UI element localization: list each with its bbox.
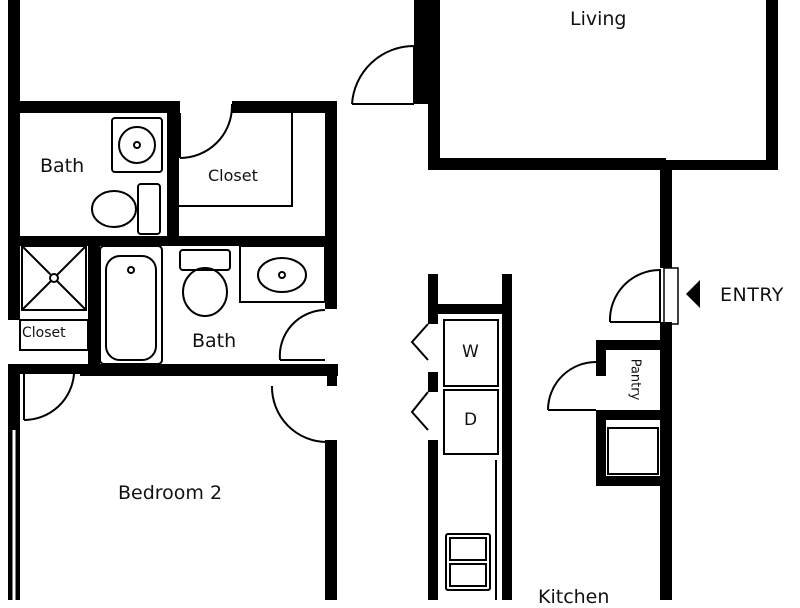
wall-entry-lower: [660, 322, 672, 600]
shower: [21, 245, 87, 311]
wall-laundry-right: [502, 274, 512, 600]
wall-entry-upper: [660, 160, 672, 268]
appliance-label-washer: W: [462, 342, 479, 362]
closet1-outline: [179, 113, 293, 207]
wall-living-right-upper: [766, 0, 778, 170]
thin-lines: [10, 113, 497, 600]
fridge: [607, 427, 659, 475]
bathtub-inner: [105, 255, 157, 361]
bath2-sink-basin: [257, 257, 307, 293]
fixtures: [21, 117, 659, 591]
wall-living-door-stub: [414, 0, 428, 104]
wall-living-left: [428, 0, 440, 170]
wall-laundry-top: [428, 304, 512, 314]
dryer-box: [443, 389, 499, 455]
wall-pantry-left: [596, 340, 606, 376]
wall-laundry-left-2: [428, 372, 438, 392]
shower-drain: [49, 273, 59, 283]
room-label-pantry: Pantry: [627, 358, 643, 401]
wall-bath1-closet: [167, 101, 179, 241]
bathtub-drain: [127, 266, 135, 274]
wall-bath-mid: [8, 236, 337, 246]
kitchen-sink-bowl-1: [449, 537, 487, 561]
wall-fridge-left: [596, 410, 606, 486]
washer-box: [443, 319, 499, 387]
bath1-sink-basin: [118, 126, 156, 164]
wall-hall-left: [325, 101, 337, 309]
wall-hall-jamb: [327, 372, 337, 386]
wall-bedroom-top-2: [80, 364, 338, 376]
kitchen-sink: [445, 533, 491, 591]
bath1-sink: [111, 117, 163, 173]
bath2-vanity: [239, 245, 326, 303]
room-label-bath-2: Bath: [192, 330, 237, 352]
bath1-toilet-bowl: [91, 190, 137, 228]
doors: [23, 44, 679, 443]
wall-pantry-top: [596, 340, 672, 350]
bath2-sink-drain: [278, 271, 286, 279]
room-label-closet-2: Closet: [22, 325, 66, 341]
laundry-door-w: [410, 323, 429, 361]
wall-bedroom-right: [325, 440, 337, 600]
room-label-closet-1: Closet: [208, 166, 258, 185]
wall-bath-top: [8, 101, 180, 113]
kitchen-sink-bowl-2: [449, 563, 487, 587]
living-door: [351, 44, 415, 105]
bathtub: [99, 245, 163, 365]
wall-laundry-left-3: [428, 440, 438, 600]
room-label-kitchen: Kitchen: [538, 586, 610, 608]
walls: [8, 0, 778, 600]
laundry-door-d: [410, 391, 429, 431]
wall-bath-top-2: [232, 101, 332, 113]
wall-pantry-bottom: [596, 410, 672, 420]
wall-living-right-ledge: [666, 160, 778, 170]
closet1-door: [179, 104, 233, 159]
room-label-living: Living: [570, 8, 627, 30]
bedroom-door: [270, 385, 328, 443]
wall-bedroom-top: [8, 364, 88, 374]
entry-door: [608, 268, 661, 323]
bath2-toilet-bowl: [182, 267, 228, 317]
bath2-toilet-tank: [179, 249, 231, 271]
bath1-sink-drain: [133, 141, 141, 149]
entry-label: ENTRY: [720, 284, 784, 306]
room-label-bath-1: Bath: [40, 155, 85, 177]
wall-living-bottom: [428, 158, 666, 170]
bath1-toilet-tank: [137, 183, 161, 235]
bath2-door: [278, 309, 326, 361]
wall-left-upper: [8, 0, 20, 320]
wall-fridge-bottom: [596, 476, 672, 486]
closet2-door: [23, 373, 75, 422]
room-label-bedroom-2: Bedroom 2: [118, 482, 223, 504]
wall-bath2-left: [88, 236, 100, 374]
entry-arrow-icon: [686, 280, 700, 308]
wall-laundry-left: [428, 274, 438, 324]
pantry-door: [547, 361, 597, 411]
appliance-label-dryer: D: [464, 410, 478, 430]
closet2-outline: [19, 319, 89, 351]
entry-threshold: [663, 267, 679, 325]
